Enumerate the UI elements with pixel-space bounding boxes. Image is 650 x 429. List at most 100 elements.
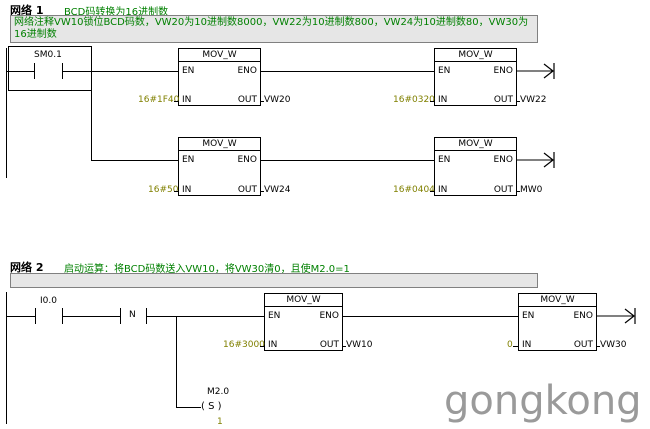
mov-w-block[interactable]: MOV_W EN ENO IN OUT (518, 293, 597, 351)
en-pin: EN (438, 155, 451, 165)
branch-wire (176, 407, 201, 408)
eno-pin: ENO (573, 311, 593, 321)
en-pin: EN (182, 66, 195, 76)
out-operand[interactable]: VW20 (264, 95, 291, 105)
pin-wire (261, 191, 264, 192)
branch-wire (176, 316, 177, 407)
contact-address: SM0.1 (34, 50, 62, 60)
block-divider (179, 150, 260, 151)
edge-contact-left-bar[interactable] (120, 308, 121, 324)
block-name: MOV_W (458, 50, 493, 60)
rung-wire (261, 71, 434, 72)
branch-wire (91, 160, 178, 161)
rung-wire (62, 316, 120, 317)
out-operand[interactable]: VW30 (600, 340, 627, 350)
rung-end-arrow-icon (517, 152, 555, 168)
block-divider (435, 150, 516, 151)
rung-wire (261, 160, 434, 161)
out-operand[interactable]: VW24 (264, 185, 291, 195)
pin-wire (430, 101, 434, 102)
block-divider (519, 306, 596, 307)
block-name: MOV_W (540, 295, 575, 305)
pin-wire (430, 191, 434, 192)
network-2-description[interactable]: 启动运算：将BCD码数送入VW10，将VW30清0，且使M2.0=1 (64, 264, 350, 275)
rung-end-arrow-icon (517, 63, 555, 79)
pin-wire (260, 346, 264, 347)
in-pin: IN (522, 340, 532, 350)
rung-end-arrow-icon (597, 308, 636, 324)
block-name: MOV_W (286, 295, 321, 305)
in-operand[interactable]: 16#3000 (223, 340, 265, 350)
network-1-title[interactable]: 网络 1 (10, 4, 44, 17)
contact-left-bar[interactable] (34, 63, 35, 79)
in-operand[interactable]: 16#0320 (393, 95, 435, 105)
network-1-comment[interactable]: 网络注释VW10锁位BCD码数，VW20为10进制数8000，VW22为10进制… (10, 15, 538, 43)
rung-wire (6, 316, 35, 317)
left-power-rail-1 (6, 48, 7, 178)
eno-pin: ENO (319, 311, 339, 321)
block-divider (179, 61, 260, 62)
left-power-rail-2 (6, 292, 7, 424)
out-pin: OUT (319, 340, 339, 350)
in-pin: IN (438, 185, 448, 195)
eno-pin: ENO (237, 66, 257, 76)
eno-pin: ENO (493, 155, 513, 165)
block-divider (435, 61, 516, 62)
pin-wire (517, 191, 520, 192)
out-pin: OUT (493, 185, 513, 195)
en-pin: EN (438, 66, 451, 76)
pin-wire (174, 191, 178, 192)
out-operand[interactable]: MW0 (520, 185, 543, 195)
pin-wire (513, 346, 518, 347)
watermark-logo: gongkong (444, 378, 642, 424)
negative-edge-label: N (129, 310, 136, 320)
coil-count[interactable]: 1 (217, 417, 223, 427)
mov-w-block[interactable]: MOV_W EN ENO IN OUT (178, 137, 261, 196)
in-pin: IN (268, 340, 278, 350)
network-2-comment[interactable] (10, 273, 538, 288)
out-operand[interactable]: VW10 (346, 340, 373, 350)
out-operand[interactable]: VW22 (520, 95, 547, 105)
selected-element-frame (8, 46, 92, 91)
branch-wire (91, 71, 92, 160)
eno-pin: ENO (493, 66, 513, 76)
in-pin: IN (182, 95, 192, 105)
out-pin: OUT (573, 340, 593, 350)
out-pin: OUT (237, 95, 257, 105)
block-divider (265, 306, 342, 307)
pin-wire (597, 346, 600, 347)
in-operand[interactable]: 16#50 (148, 185, 179, 195)
mov-w-block[interactable]: MOV_W EN ENO IN OUT (434, 137, 517, 196)
rung-wire (62, 71, 178, 72)
en-pin: EN (522, 311, 535, 321)
in-operand[interactable]: 16#1F40 (138, 95, 180, 105)
mov-w-block[interactable]: MOV_W EN ENO IN OUT (434, 48, 517, 106)
eno-pin: ENO (237, 155, 257, 165)
in-operand[interactable]: 0 (507, 340, 513, 350)
mov-w-block[interactable]: MOV_W EN ENO IN OUT (264, 293, 343, 351)
out-pin: OUT (493, 95, 513, 105)
rung-wire (6, 71, 34, 72)
network-1-description[interactable]: BCD码转换为16进制数 (64, 7, 169, 18)
out-pin: OUT (237, 185, 257, 195)
network-2-title[interactable]: 网络 2 (10, 261, 44, 274)
rung-wire (146, 316, 264, 317)
rung-wire (343, 316, 518, 317)
en-pin: EN (182, 155, 195, 165)
contact-address: I0.0 (40, 296, 57, 306)
pin-wire (517, 101, 520, 102)
in-pin: IN (182, 185, 192, 195)
block-name: MOV_W (202, 139, 237, 149)
contact-left-bar[interactable] (35, 308, 36, 324)
block-name: MOV_W (458, 139, 493, 149)
pin-wire (261, 101, 264, 102)
in-operand[interactable]: 16#0404 (393, 185, 435, 195)
pin-wire (174, 101, 178, 102)
mov-w-block[interactable]: MOV_W EN ENO IN OUT (178, 48, 261, 106)
block-name: MOV_W (202, 50, 237, 60)
set-coil-icon[interactable]: ( S ) (201, 401, 222, 412)
en-pin: EN (268, 311, 281, 321)
in-pin: IN (438, 95, 448, 105)
pin-wire (343, 346, 346, 347)
coil-address[interactable]: M2.0 (207, 387, 230, 397)
